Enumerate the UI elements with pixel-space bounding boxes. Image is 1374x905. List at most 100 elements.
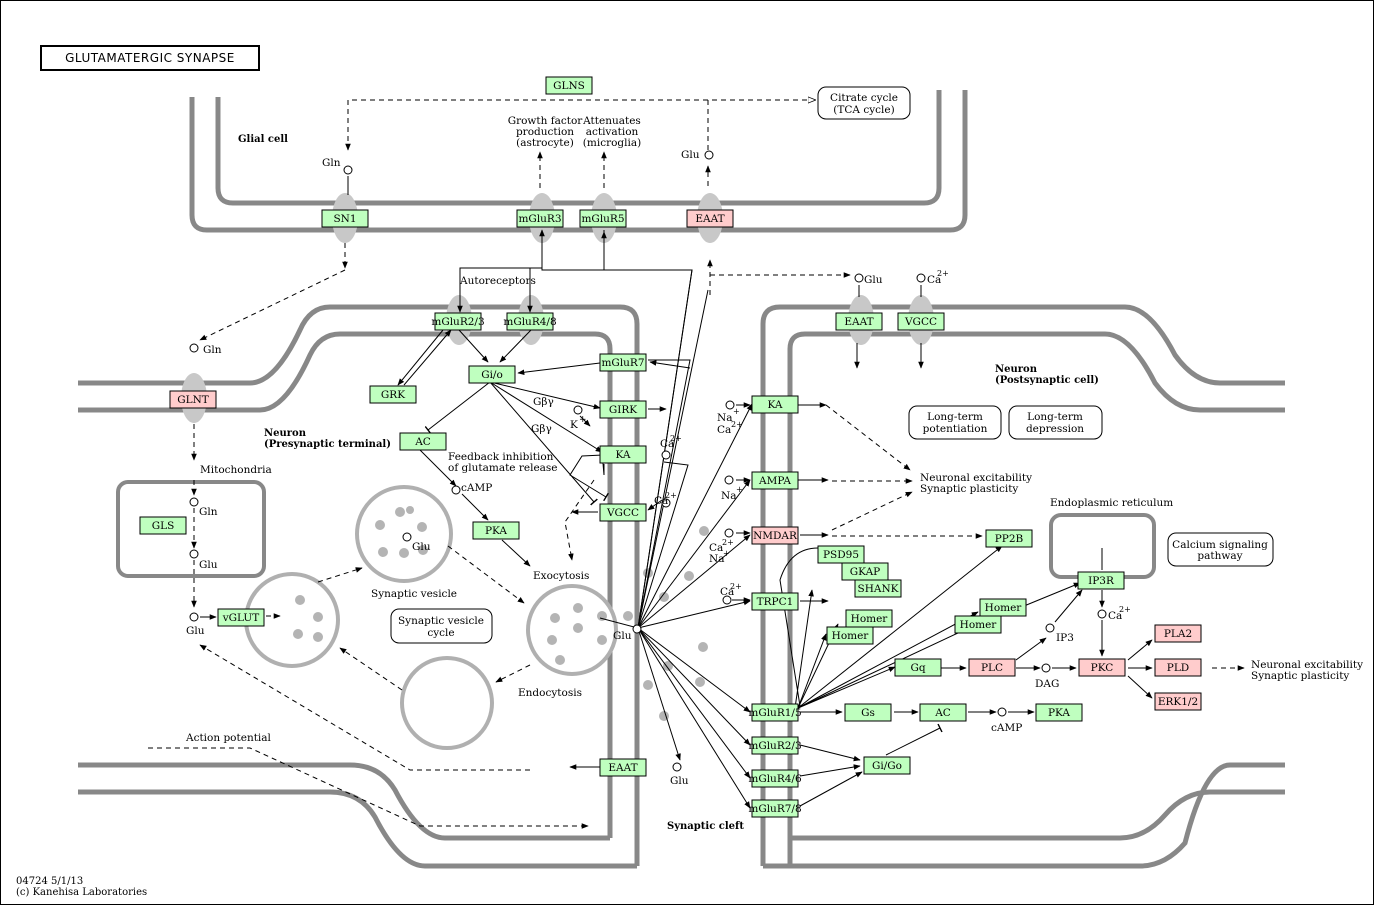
map-citrate-cycle[interactable]: Citrate cycle (TCA cycle)	[817, 86, 911, 120]
gene-grk[interactable]	[369, 385, 417, 404]
gene-pp2b[interactable]	[985, 529, 1033, 548]
svg-text:cycle: cycle	[427, 627, 454, 639]
gene-psd95[interactable]	[817, 545, 865, 564]
gene-mglur7[interactable]	[599, 353, 647, 372]
svg-text:pathway: pathway	[1197, 550, 1242, 562]
map-calcium-signaling[interactable]: Calcium signaling pathway	[1167, 532, 1274, 567]
gene-label: mGluR1/5	[748, 707, 801, 719]
label-na: Na	[721, 490, 736, 502]
label-ca: Ca	[927, 274, 941, 286]
gene-label: Gi/o	[481, 369, 503, 381]
gene-ka-post[interactable]	[751, 395, 799, 414]
label-ca: Ca	[660, 438, 674, 450]
label-ip3: IP3	[1056, 632, 1074, 644]
map-synaptic-vesicle-cycle[interactable]: Synaptic vesicle cycle	[390, 608, 493, 644]
gene-gq[interactable]	[894, 658, 942, 677]
gene-shank[interactable]	[854, 579, 902, 598]
svg-text:Attenuates: Attenuates	[582, 115, 641, 127]
gene-erk12[interactable]	[1154, 692, 1202, 711]
gene-mglur5[interactable]	[579, 209, 627, 228]
gene-homer-2[interactable]	[826, 626, 874, 645]
gene-glns[interactable]	[545, 76, 593, 95]
svg-text:Long-term: Long-term	[1027, 411, 1083, 423]
label-ca-charge: 2+	[730, 582, 742, 591]
gene-vglut[interactable]	[217, 608, 265, 627]
map-long-term-depression[interactable]: Long-term depression	[1008, 405, 1103, 440]
label-ca-charge: 2+	[722, 538, 734, 547]
gene-mglur15[interactable]	[751, 703, 799, 722]
gene-label: mGluR2/3	[748, 740, 801, 752]
gene-mglur3[interactable]	[516, 209, 564, 228]
svg-text:Exocytosis: Exocytosis	[533, 570, 589, 582]
gene-eaat-glia[interactable]	[686, 209, 734, 228]
gene-vgcc-post[interactable]	[897, 312, 945, 331]
label-gbg: Gβγ	[533, 396, 554, 408]
label-gln: Gln	[199, 506, 218, 518]
gene-mglur23-post[interactable]	[751, 736, 799, 755]
gene-pka-post[interactable]	[1035, 703, 1083, 722]
gene-gs[interactable]	[844, 703, 892, 722]
gene-plc[interactable]	[968, 658, 1016, 677]
gene-gls[interactable]	[139, 516, 187, 535]
label-na: Na	[709, 553, 724, 565]
gene-mglur46[interactable]	[751, 769, 799, 788]
gene-label: VGCC	[606, 507, 639, 519]
svg-text:Long-term: Long-term	[927, 411, 983, 423]
gene-ac-pre[interactable]	[399, 432, 447, 451]
gene-label: PLA2	[1164, 628, 1192, 640]
gene-label: SN1	[333, 213, 356, 225]
svg-text:potentiation: potentiation	[923, 423, 988, 435]
svg-text:Growth factor: Growth factor	[508, 115, 584, 127]
gene-glnt[interactable]	[169, 390, 217, 409]
gene-mglur23-pre[interactable]	[434, 312, 482, 331]
label-glu: Glu	[412, 541, 431, 553]
gene-label: mGluR3	[518, 213, 561, 225]
gene-homer-4[interactable]	[954, 615, 1002, 634]
gene-pka-pre[interactable]	[472, 521, 520, 540]
compound-labels: Gln Glu Gln Gln Glu Glu Glu cAMP K + Ca …	[186, 149, 1131, 787]
gene-ampa[interactable]	[751, 471, 799, 490]
svg-text:Endocytosis: Endocytosis	[518, 687, 582, 699]
label-glu: Glu	[186, 625, 205, 637]
gene-ac-post[interactable]	[919, 703, 967, 722]
label-neuron-pre: Neuron	[264, 428, 307, 439]
label-ca: Ca	[1108, 610, 1122, 622]
label-neuron-post: Neuron	[995, 364, 1038, 375]
gene-girk[interactable]	[599, 400, 647, 419]
map-long-term-potentiation[interactable]: Long-term potentiation	[908, 405, 1002, 440]
svg-text:(TCA cycle): (TCA cycle)	[833, 104, 894, 116]
gene-label: AC	[414, 436, 431, 448]
gene-pkc[interactable]	[1078, 658, 1126, 677]
gene-label: mGluR4/8	[503, 316, 556, 328]
gene-pld[interactable]	[1154, 658, 1202, 677]
svg-text:Autoreceptors: Autoreceptors	[459, 275, 536, 287]
label-camp: cAMP	[461, 482, 492, 494]
svg-text:Feedback inhibition: Feedback inhibition	[448, 451, 554, 463]
gene-ka-pre[interactable]	[599, 445, 647, 464]
gene-trpc1[interactable]	[751, 592, 799, 611]
gene-gigo[interactable]	[863, 756, 911, 775]
gene-label: PKC	[1091, 662, 1114, 674]
gene-label: NMDAR	[753, 530, 798, 542]
gene-nmdar[interactable]	[751, 526, 799, 545]
gene-eaat-pre[interactable]	[599, 758, 647, 777]
gene-label: KA	[615, 449, 630, 461]
gene-ip3r[interactable]	[1077, 571, 1125, 590]
gene-label: IP3R	[1088, 575, 1115, 587]
gene-pla2[interactable]	[1154, 624, 1202, 643]
label-k: K	[570, 419, 578, 431]
gene-eaat-post[interactable]	[835, 312, 883, 331]
gene-label: GLNS	[553, 80, 585, 92]
gene-homer-3[interactable]	[979, 598, 1027, 617]
gene-sn1[interactable]	[321, 209, 369, 228]
gene-mglur78[interactable]	[751, 799, 799, 818]
gene-gio[interactable]	[468, 365, 516, 384]
gene-label: EAAT	[695, 213, 724, 225]
gene-mglur48[interactable]	[506, 312, 554, 331]
gene-label: GLS	[152, 520, 175, 532]
gene-vgcc-pre[interactable]	[599, 503, 647, 522]
label-ca-charge: 2+	[665, 491, 677, 500]
gene-label: EAAT	[844, 316, 873, 328]
gene-label: mGluR7/8	[748, 803, 801, 815]
svg-text:(astrocyte): (astrocyte)	[516, 137, 574, 149]
